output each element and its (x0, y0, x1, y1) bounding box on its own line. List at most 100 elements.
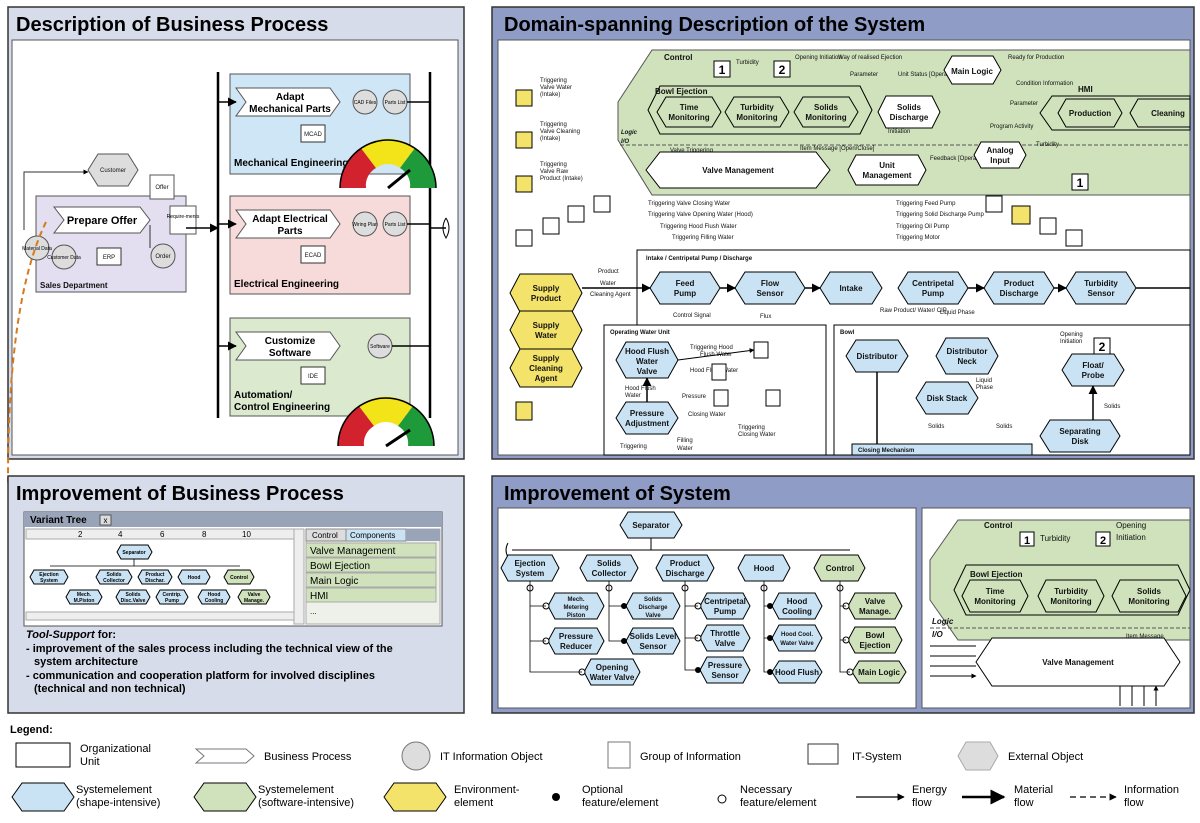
svg-text:Pressure: Pressure (559, 632, 594, 641)
svg-text:Control: Control (826, 564, 854, 573)
svg-text:Hood: Hood (208, 592, 221, 598)
svg-text:Triggering: Triggering (540, 162, 567, 168)
requirements-doc (169, 205, 197, 235)
panel-business-process: Description of Business Process Customer… (7, 6, 465, 460)
svg-text:Valve Cleaning: Valve Cleaning (540, 129, 580, 135)
svg-text:(Intake): (Intake) (540, 92, 560, 98)
list-item[interactable] (305, 542, 437, 558)
close-icon[interactable] (99, 514, 112, 526)
svg-text:1: 1 (1077, 176, 1084, 190)
cad-files (352, 89, 378, 115)
svg-text:Valve: Valve (715, 639, 736, 648)
svg-text:Sensor: Sensor (711, 671, 738, 680)
adapt-elec-process (235, 209, 341, 239)
svg-text:Hood: Hood (188, 575, 201, 581)
svg-text:Hood: Hood (787, 597, 808, 606)
svg-text:2: 2 (1099, 340, 1106, 354)
svg-text:Environment-: Environment- (454, 784, 520, 796)
customize-sw-process (235, 331, 341, 361)
svg-text:Main Logic: Main Logic (310, 576, 358, 587)
svg-text:8: 8 (202, 530, 207, 539)
valve-management-node (645, 151, 831, 189)
svg-text:Variant Tree: Variant Tree (30, 515, 87, 526)
svg-text:IT Information Object: IT Information Object (440, 751, 543, 763)
svg-text:Offer: Offer (155, 185, 168, 191)
svg-text:Feedback [Operator]: Feedback [Operator] (930, 156, 985, 162)
svg-text:Water Valve: Water Valve (590, 673, 635, 682)
svg-text:Material: Material (1014, 784, 1053, 796)
svg-text:Monitoring: Monitoring (1128, 597, 1169, 606)
svg-text:Triggering Solid Discharge Pum: Triggering Solid Discharge Pump (896, 212, 984, 218)
svg-text:IT-System: IT-System (852, 751, 902, 763)
list-item[interactable] (305, 587, 437, 603)
svg-text:Manage.: Manage. (859, 607, 891, 616)
svg-text:Piston: Piston (567, 613, 586, 619)
svg-text:Production: Production (1069, 109, 1111, 118)
svg-text:Separating: Separating (1059, 427, 1100, 436)
svg-text:Water: Water (535, 331, 557, 340)
svg-text:Solids: Solids (106, 572, 121, 578)
svg-text:Triggering Hood: Triggering Hood (690, 345, 733, 351)
svg-text:Phase: Phase (976, 385, 994, 391)
svg-text:Parts: Parts (277, 226, 302, 237)
svg-text:Improvement of Business Proces: Improvement of Business Process (16, 483, 344, 505)
svg-text:Product (Intake): Product (Intake) (540, 176, 583, 182)
svg-text:Valve Management: Valve Management (310, 546, 396, 557)
svg-text:Bowl Ejection: Bowl Ejection (970, 570, 1023, 579)
svg-text:Water Valve: Water Valve (780, 641, 814, 647)
svg-text:Valve Water: Valve Water (540, 85, 572, 91)
gauge-auto (337, 396, 435, 448)
svg-text:Item Message [Open/Close]: Item Message [Open/Close] (800, 146, 875, 152)
ecad-system (300, 245, 326, 264)
svg-text:(software-intensive): (software-intensive) (258, 797, 354, 809)
svg-text:Item Message: Item Message (1126, 634, 1164, 640)
svg-text:Adjustment: Adjustment (625, 419, 669, 428)
hmi-production (1057, 98, 1123, 128)
svg-text:Pump: Pump (165, 598, 179, 604)
svg-text:Intake: Intake (839, 284, 863, 293)
svg-text:Necessary: Necessary (740, 784, 792, 796)
svg-text:Collector: Collector (103, 578, 125, 584)
svg-text:Centripetal: Centripetal (704, 597, 746, 606)
svg-text:Product: Product (1004, 279, 1035, 288)
svg-text:Main Logic: Main Logic (951, 67, 993, 76)
svg-text:x: x (104, 516, 108, 525)
svg-text:1: 1 (719, 63, 726, 77)
svg-text:Solids Level: Solids Level (630, 632, 677, 641)
svg-text:External Object: External Object (1008, 751, 1083, 763)
svg-text:Prepare Offer: Prepare Offer (67, 215, 138, 227)
svg-text:Solids: Solids (644, 597, 663, 603)
svg-text:flow: flow (912, 797, 932, 809)
vertical-scrollbar[interactable] (293, 528, 305, 625)
list-item[interactable] (305, 557, 437, 573)
wiring-plan (352, 211, 378, 237)
horizontal-scrollbar[interactable] (25, 611, 295, 621)
svg-text:Initiation: Initiation (1060, 339, 1082, 345)
svg-text:Closing Water: Closing Water (688, 412, 725, 418)
flow-sensor (734, 271, 806, 305)
svg-text:Opening: Opening (1116, 521, 1146, 530)
svg-text:Monitoring: Monitoring (736, 113, 777, 122)
svg-text:Energy: Energy (912, 784, 947, 796)
svg-text:element: element (454, 797, 493, 809)
svg-text:Sensor: Sensor (639, 642, 666, 651)
svg-text:Valve Triggering: Valve Triggering (670, 148, 713, 154)
svg-text:Feed: Feed (676, 279, 695, 288)
svg-text:Turbidity: Turbidity (736, 60, 759, 66)
list-item[interactable] (305, 572, 437, 588)
svg-text:I/O: I/O (621, 139, 629, 145)
svg-text:Monitoring: Monitoring (1050, 597, 1091, 606)
svg-text:Pressure: Pressure (630, 409, 665, 418)
hmi-cleaning (1129, 98, 1191, 128)
svg-text:Ejection: Ejection (39, 572, 58, 578)
svg-text:Ejection: Ejection (859, 641, 890, 650)
svg-text:Hood: Hood (754, 564, 775, 573)
svg-text:Collector: Collector (592, 569, 627, 578)
svg-text:Group of Information: Group of Information (640, 751, 741, 763)
svg-text:Material Data: Material Data (22, 246, 52, 252)
tool-support-heading: Tool-Support for: (26, 629, 116, 641)
svg-text:Cleaning: Cleaning (529, 364, 563, 373)
svg-text:Flux: Flux (760, 314, 771, 320)
svg-text:Logic: Logic (932, 617, 954, 626)
svg-text:Opening Initiation: Opening Initiation (795, 55, 842, 61)
